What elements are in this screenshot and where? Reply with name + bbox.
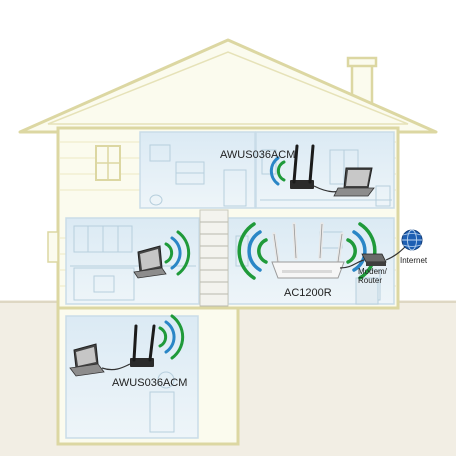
exterior-window-mid <box>47 231 59 263</box>
room-basement <box>65 315 199 439</box>
label-internet: Internet <box>400 256 428 265</box>
label-modem-line1: Modem/ <box>358 267 388 276</box>
basement-fixtures <box>149 371 175 433</box>
laptop-icon <box>69 343 105 377</box>
wifi-signal-icon <box>237 222 377 280</box>
wifi-signal-icon <box>158 314 185 360</box>
usb-adapter-icon <box>130 324 156 367</box>
wifi-signal-icon <box>269 156 286 186</box>
garage-door <box>355 277 379 305</box>
label-router: AC1200R <box>284 287 332 299</box>
router-cable <box>339 259 365 269</box>
roof-inner <box>47 51 409 125</box>
usb-adapter-icon <box>290 144 345 193</box>
router-icon <box>271 222 345 279</box>
laptop-icon <box>333 167 375 197</box>
wifi-signal-icon <box>164 230 191 276</box>
modem-icon <box>361 253 387 266</box>
roof <box>18 38 438 134</box>
globe-icon <box>401 229 423 251</box>
room-top-right <box>255 131 395 209</box>
bathroom-fixtures <box>149 144 247 207</box>
adapter-cable <box>101 363 131 371</box>
chimney-cap <box>346 56 378 68</box>
laptop-icon <box>133 245 167 279</box>
label-modem-router: Modem/ Router <box>358 267 389 285</box>
label-adapter-bottom: AWUS036ACM <box>112 377 187 389</box>
bedroom-fixtures <box>260 149 392 207</box>
label-adapter-top: AWUS036ACM <box>220 149 295 161</box>
label-modem-line2: Router <box>358 276 382 285</box>
